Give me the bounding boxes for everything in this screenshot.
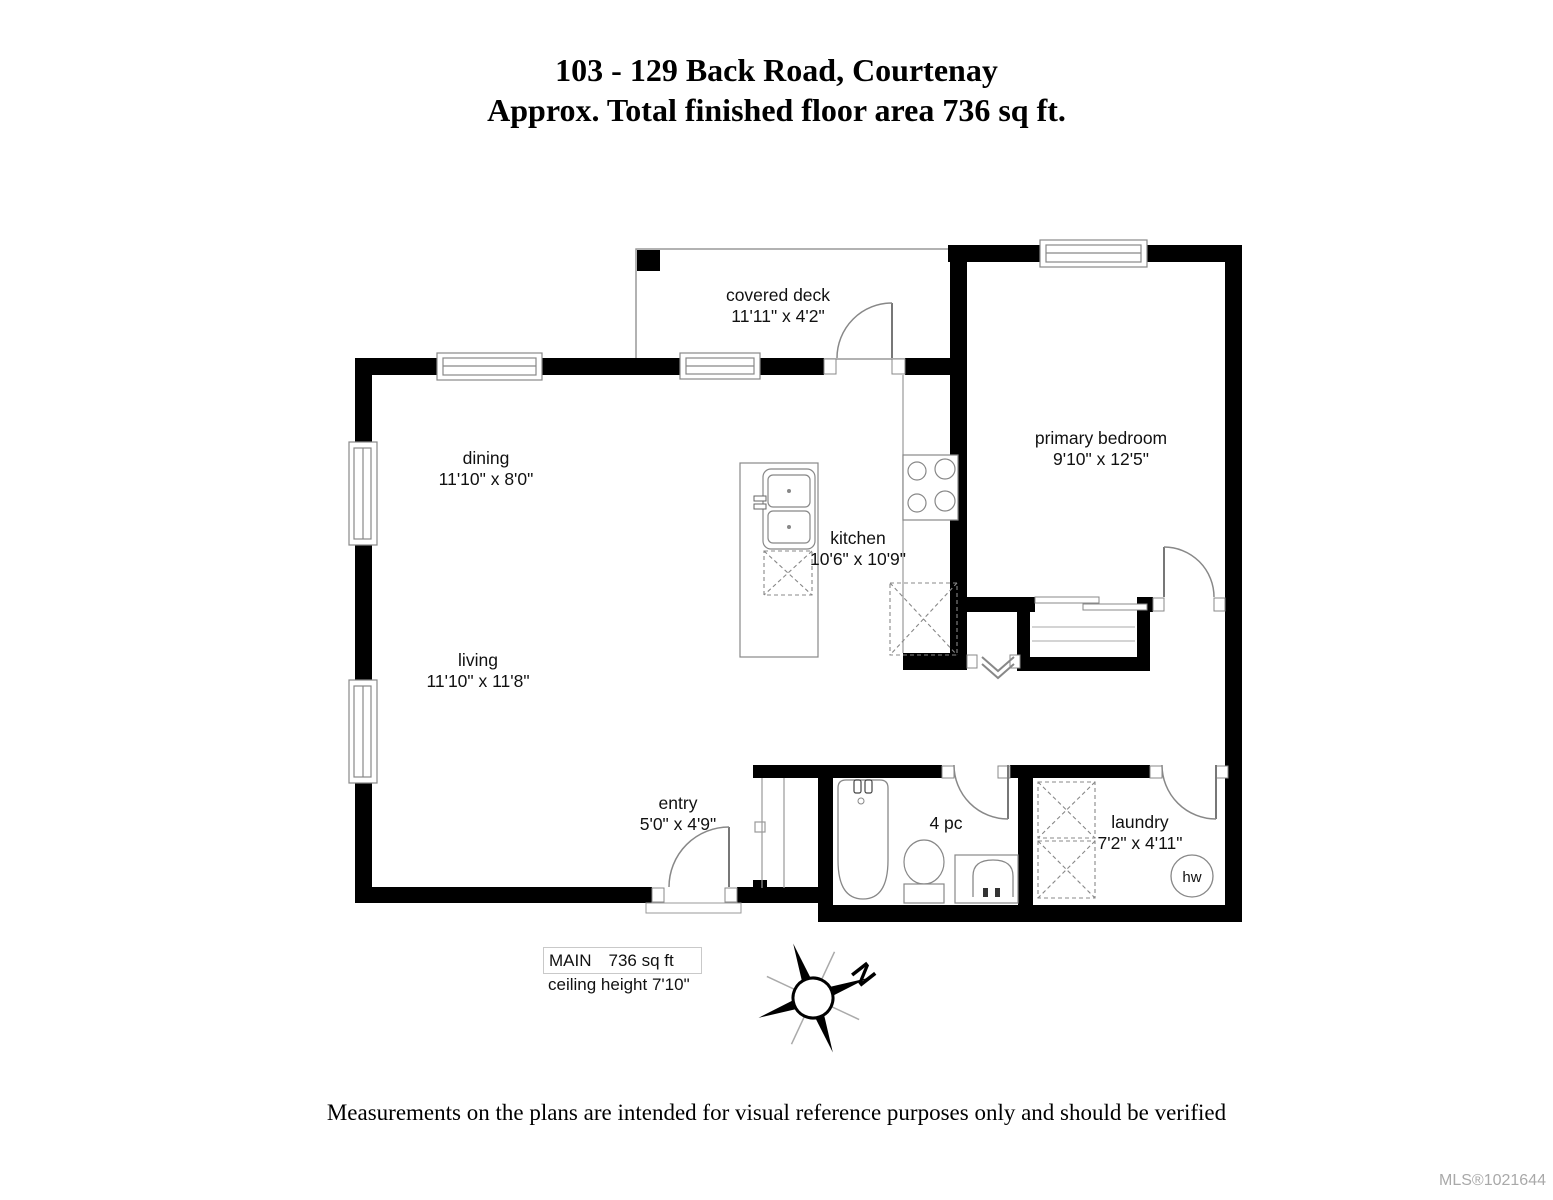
north-arrow: N [758,943,882,1053]
window-living-left [348,679,378,784]
washer [1037,781,1096,839]
window-dining-top [436,352,543,381]
island-faucet [753,495,767,510]
walls [355,245,1242,922]
door-jambs [651,358,1229,903]
bedroom-closet [1032,596,1148,642]
window-dining-left [348,441,378,546]
entry-closet [754,778,785,888]
entry-threshold [645,902,742,914]
hot-water-tank [1170,854,1214,898]
entry-door [668,826,730,888]
laundry-fixtures [1037,781,1214,899]
bathroom-door [953,764,1009,820]
hall-opening-chevron [981,656,1015,680]
ceiling-height-label: ceiling height 7'10" [548,975,690,994]
bathroom-fixtures [837,779,1019,904]
stove [902,454,959,521]
kitchen-fixtures [739,375,959,658]
window-deck [679,352,761,380]
dishwasher [763,550,813,596]
dryer [1037,840,1096,899]
bedroom-door [1163,546,1215,598]
door-swings [668,302,1217,888]
address-title: 103 - 129 Back Road, Courtenay [555,52,998,88]
floor-summary-box: MAIN 736 sq ft [543,947,702,974]
room-label-bathroom: 4 pc [929,813,963,833]
bathtub [837,779,889,900]
windows [348,239,1148,784]
floor-area: 736 sq ft [608,950,674,970]
refrigerator [889,582,958,656]
page-title: 103 - 129 Back Road, Courtenay Approx. T… [0,50,1553,130]
disclaimer-text: Measurements on the plans are intended f… [326,1100,1227,1125]
hot-water-label: hw [1182,869,1202,886]
vanity-sink [954,854,1019,904]
deck-door [836,302,893,359]
area-subtitle: Approx. Total finished floor area 736 sq… [487,92,1066,128]
toilet [903,839,945,904]
kitchen-island [739,462,819,658]
floor-level: MAIN [549,950,592,970]
window-bedroom [1039,239,1148,268]
mls-number: MLS®1021644 [1439,1172,1546,1189]
laundry-door [1161,764,1217,820]
